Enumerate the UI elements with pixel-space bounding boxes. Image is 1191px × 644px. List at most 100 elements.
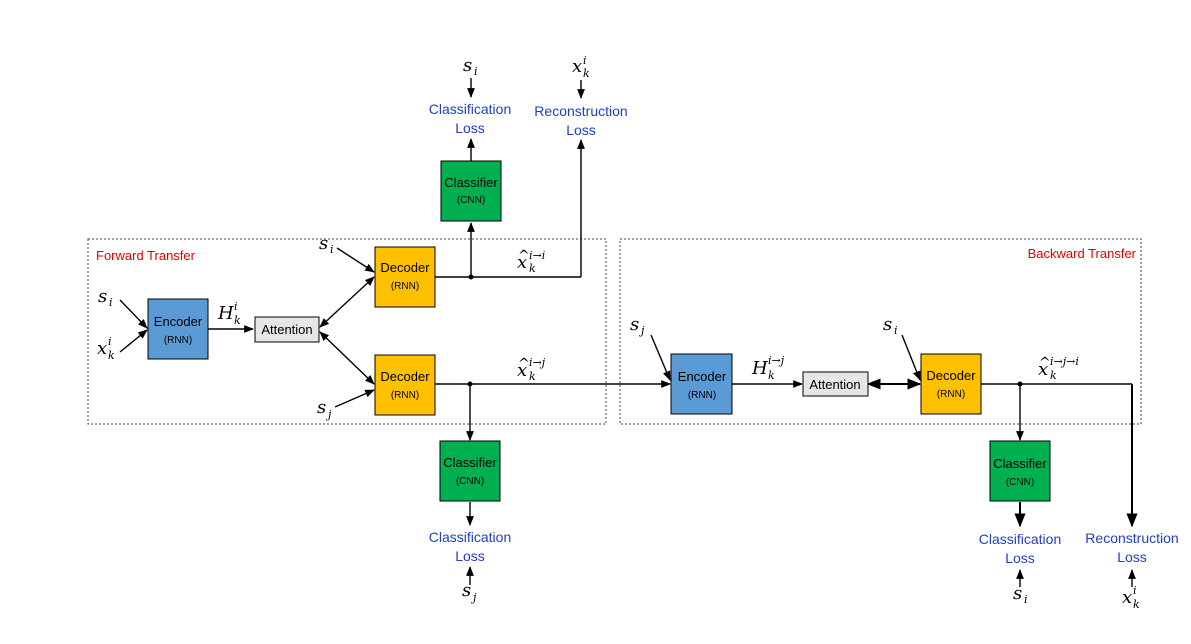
svg-text:i: i	[108, 335, 112, 348]
svg-text:(CNN): (CNN)	[457, 195, 485, 206]
symbol-s-j-decoder2: s j	[317, 397, 332, 421]
svg-text:H: H	[751, 358, 768, 379]
symbol-xhat-k-i-to-i: x ^ i→i k	[517, 248, 545, 275]
symbol-s-i-decoder3: s i	[883, 314, 898, 337]
svg-text:j: j	[638, 324, 645, 337]
svg-text:Encoder: Encoder	[154, 314, 203, 329]
attention-block-2: Attention	[802, 371, 869, 397]
classifier-block-3: Classifier (CNN)	[989, 440, 1051, 502]
classification-loss-2: Classification Loss	[429, 529, 511, 564]
classifier-block-1: Classifier (CNN)	[440, 160, 502, 222]
svg-text:k: k	[234, 314, 241, 327]
svg-text:i: i	[894, 324, 898, 337]
svg-text:(RNN): (RNN)	[391, 281, 419, 292]
svg-text:Classifier: Classifier	[993, 456, 1047, 471]
reconstruction-loss-2: Reconstruction Loss	[1085, 530, 1178, 565]
svg-text:i→i: i→i	[529, 249, 545, 262]
svg-text:s: s	[98, 286, 107, 307]
svg-text:i: i	[583, 54, 587, 67]
svg-text:^: ^	[518, 248, 530, 264]
backward-transfer-label: Backward Transfer	[1028, 246, 1137, 261]
svg-text:x: x	[1122, 587, 1132, 608]
svg-text:x: x	[517, 360, 527, 381]
svg-text:Classifier: Classifier	[444, 175, 498, 190]
svg-text:^: ^	[518, 356, 530, 372]
svg-text:k: k	[108, 349, 115, 362]
svg-text:Loss: Loss	[1117, 549, 1147, 565]
svg-text:s: s	[883, 314, 892, 335]
svg-text:(CNN): (CNN)	[1006, 477, 1034, 488]
forward-transfer-label: Forward Transfer	[96, 248, 196, 263]
svg-text:Classifier: Classifier	[443, 455, 497, 470]
svg-text:(RNN): (RNN)	[937, 389, 965, 400]
svg-text:Decoder: Decoder	[926, 368, 976, 383]
svg-text:s: s	[463, 55, 472, 76]
classification-loss-3: Classification Loss	[979, 531, 1061, 566]
svg-text:x: x	[572, 56, 582, 77]
wire-si-encoder1	[119, 299, 148, 329]
symbol-s-i-decoder1: s i	[319, 233, 334, 256]
svg-text:Decoder: Decoder	[380, 369, 430, 384]
wire-xk-encoder1	[119, 329, 148, 353]
svg-text:x: x	[1038, 359, 1048, 380]
svg-text:k: k	[1133, 598, 1140, 611]
svg-text:k: k	[1050, 369, 1057, 382]
svg-text:i: i	[234, 300, 238, 313]
svg-text:Classification: Classification	[429, 101, 511, 117]
wire-attention-decoder1	[319, 276, 375, 328]
symbol-s-j-bottom: s j	[462, 580, 477, 604]
svg-text:j: j	[470, 591, 477, 604]
wire-attention-decoder2	[319, 331, 375, 385]
svg-text:Loss: Loss	[455, 120, 485, 136]
svg-text:s: s	[630, 314, 639, 335]
svg-text:Classification: Classification	[429, 529, 511, 545]
symbol-x-k-i-left: x i k	[97, 335, 115, 362]
reconstruction-loss-1: Reconstruction Loss	[534, 103, 627, 138]
svg-text:i: i	[330, 243, 334, 256]
svg-text:s: s	[462, 580, 471, 601]
svg-text:Loss: Loss	[566, 122, 596, 138]
svg-text:Encoder: Encoder	[678, 369, 727, 384]
svg-text:(RNN): (RNN)	[164, 335, 192, 346]
svg-text:i: i	[1133, 584, 1137, 597]
decoder-block-2: Decoder (RNN)	[374, 354, 436, 416]
wire-sj-encoder2	[650, 334, 671, 381]
svg-text:Attention: Attention	[261, 322, 312, 337]
svg-text:H: H	[217, 303, 234, 324]
symbol-s-j-encoder2: s j	[630, 314, 645, 337]
svg-text:j: j	[325, 408, 332, 421]
classification-loss-1: Classification Loss	[429, 101, 511, 136]
svg-text:Classification: Classification	[979, 531, 1061, 547]
svg-text:i→j: i→j	[529, 356, 546, 369]
svg-text:k: k	[768, 369, 775, 382]
svg-text:(RNN): (RNN)	[391, 390, 419, 401]
svg-text:i→j: i→j	[768, 354, 785, 367]
svg-text:^: ^	[1039, 355, 1051, 371]
svg-text:Attention: Attention	[809, 377, 860, 392]
symbol-xhat-k-i-to-j-to-i: x ^ i→j→i k	[1038, 355, 1079, 382]
classifier-block-2: Classifier (CNN)	[439, 440, 501, 502]
forward-transfer-region	[87, 238, 607, 425]
svg-text:(RNN): (RNN)	[688, 390, 716, 401]
symbol-x-k-i-bottom: x i k	[1122, 584, 1140, 611]
svg-text:(CNN): (CNN)	[456, 476, 484, 487]
svg-text:s: s	[1013, 583, 1022, 604]
svg-text:k: k	[529, 262, 536, 275]
svg-text:x: x	[97, 338, 107, 359]
svg-text:Reconstruction: Reconstruction	[1085, 530, 1178, 546]
svg-text:s: s	[317, 397, 326, 418]
svg-text:Reconstruction: Reconstruction	[534, 103, 627, 119]
svg-text:Loss: Loss	[1005, 550, 1035, 566]
symbol-xhat-k-i-to-j: x ^ i→j k	[517, 356, 546, 383]
svg-text:i: i	[1024, 593, 1028, 606]
decoder-block-3: Decoder (RNN)	[920, 353, 982, 415]
svg-text:Loss: Loss	[455, 548, 485, 564]
wire-sj-decoder2	[334, 389, 375, 408]
svg-text:x: x	[517, 252, 527, 273]
encoder-block-2: Encoder (RNN)	[670, 353, 733, 415]
symbol-x-k-i-top: x i k	[572, 54, 590, 80]
encoder-block-1: Encoder (RNN)	[147, 298, 209, 360]
svg-text:i: i	[474, 65, 478, 78]
svg-text:k: k	[529, 370, 536, 383]
svg-text:s: s	[319, 233, 328, 254]
